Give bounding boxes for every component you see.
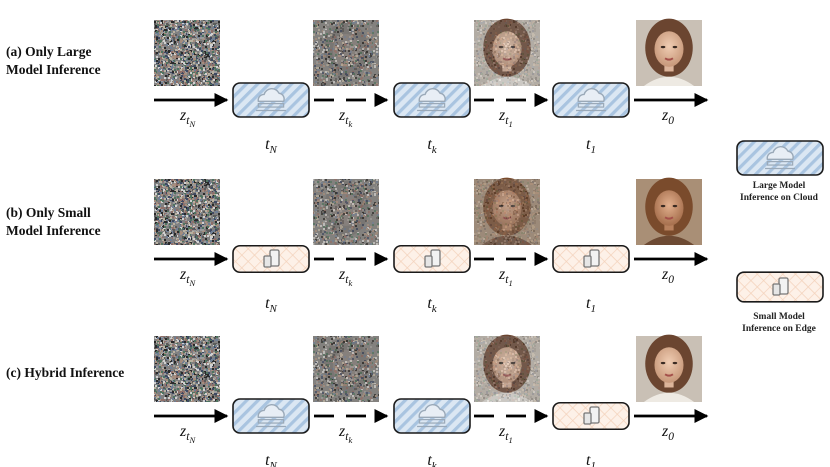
cloud-icon (417, 404, 447, 428)
device-icon (263, 249, 280, 268)
mouth-shape (664, 216, 674, 220)
timestep-label-0: tN (265, 136, 277, 156)
noise-texture (154, 336, 220, 402)
cloud-model-box (393, 398, 471, 434)
sweater-shape (643, 235, 695, 245)
cloud-model-box (232, 82, 310, 118)
device-icon (583, 406, 600, 425)
legend-caption-cloud: Large Model Inference on Cloud (740, 181, 818, 203)
mouth-shape (664, 373, 674, 377)
noise-texture (154, 179, 220, 245)
latent-label-0: ztN (179, 107, 196, 129)
cloud-icon (256, 404, 286, 428)
timestep-label-1: tk (427, 136, 437, 156)
timestep-label-2: t1 (586, 452, 596, 467)
legend (736, 140, 824, 303)
latent-label-3: z0 (661, 423, 674, 443)
mouth-shape (664, 57, 674, 61)
latent-image-noise (154, 336, 220, 402)
row-label-a: (a) Only Large Model Inference (6, 44, 101, 77)
eye-left (660, 361, 666, 365)
latent-image-clean (636, 334, 702, 402)
latent-label-3: z0 (661, 266, 674, 286)
cloud-icon (256, 88, 286, 112)
edge-model-box (393, 244, 471, 274)
latent-label-2: zt1 (498, 423, 513, 445)
sweater-shape (643, 392, 695, 402)
latent-label-2: zt1 (498, 107, 513, 129)
noise-overlay (474, 336, 540, 402)
edge-model-box (552, 401, 630, 431)
latent-image-clean (636, 177, 702, 245)
face-shape (654, 347, 684, 383)
latent-image-partial (313, 20, 379, 86)
latent-label-1: ztk (338, 423, 352, 445)
edge-model-box (232, 244, 310, 274)
noise-overlay (313, 336, 379, 402)
device-icon (772, 277, 789, 296)
eye-right (672, 361, 678, 365)
latent-image-near (474, 334, 540, 402)
latent-image-partial (313, 336, 379, 402)
row-b: ztN ztk zt1 z0 tN tk t1 (154, 177, 709, 315)
latent-image-noise (154, 179, 220, 245)
legend-caption-edge: Small Model Inference on Edge (742, 312, 816, 334)
latent-label-0: ztN (179, 423, 196, 445)
eye-left (660, 204, 666, 208)
eye-right (672, 204, 678, 208)
face-shape (654, 31, 684, 67)
legend-edge-box (736, 271, 824, 303)
row-label-b: (b) Only Small Model Inference (6, 205, 101, 238)
eye-right (672, 45, 678, 49)
face-shape (654, 190, 684, 226)
noise-texture (154, 20, 220, 86)
timestep-label-0: tN (265, 452, 277, 467)
row-label-c: (c) Hybrid Inference (6, 365, 125, 380)
noise-overlay (474, 179, 540, 245)
latent-image-near (474, 18, 540, 86)
cloud-model-box (393, 82, 471, 118)
latent-image-noise (154, 20, 220, 86)
row-c: ztN ztk zt1 z0 tN tk t1 (154, 334, 709, 467)
cloud-model-box (232, 398, 310, 434)
latent-label-1: ztk (338, 107, 352, 129)
cloud-icon (765, 146, 795, 170)
latent-label-3: z0 (661, 107, 674, 127)
latent-label-0: ztN (179, 266, 196, 288)
latent-label-2: zt1 (498, 266, 513, 288)
latent-image-near (474, 177, 540, 245)
latent-label-1: ztk (338, 266, 352, 288)
timestep-label-2: t1 (586, 295, 596, 315)
cloud-icon (576, 88, 606, 112)
timestep-label-1: tk (427, 452, 437, 467)
eye-left (660, 45, 666, 49)
noise-overlay (313, 20, 379, 86)
noise-overlay (313, 179, 379, 245)
device-icon (583, 249, 600, 268)
timestep-label-0: tN (265, 295, 277, 315)
noise-overlay (474, 20, 540, 86)
cloud-model-box (552, 82, 630, 118)
edge-model-box (552, 244, 630, 274)
timestep-label-1: tk (427, 295, 437, 315)
device-icon (424, 249, 441, 268)
cloud-icon (417, 88, 447, 112)
row-a: ztN ztk zt1 z0 tN tk t1 (154, 18, 709, 156)
latent-image-clean (636, 18, 702, 86)
latent-image-partial (313, 179, 379, 245)
sweater-shape (643, 76, 695, 86)
timestep-label-2: t1 (586, 136, 596, 156)
legend-cloud-box (736, 140, 824, 176)
